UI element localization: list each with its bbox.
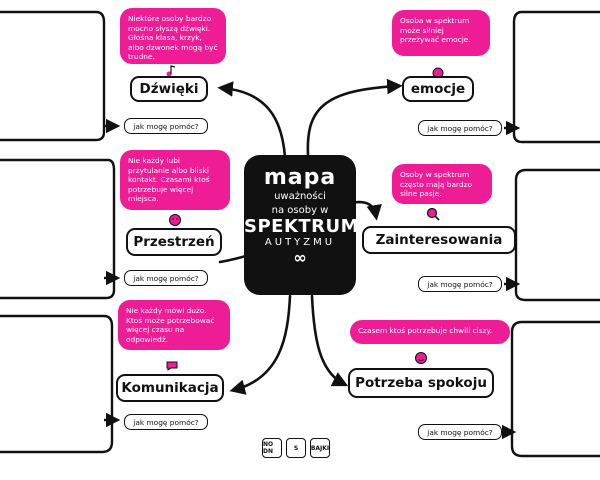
logo-s: S [286,438,306,458]
interests-label: Zainteresowania [362,226,516,254]
sounds-note: Niektóre osoby bardzo mocno słyszą dźwię… [120,8,226,64]
logo-nodn: NO DN [262,438,282,458]
communication-label: Komunikacja [116,374,224,402]
interests-help-button[interactable]: jak mogę pomóc? [418,276,502,292]
center-line-3: na osoby w [271,205,329,216]
center-line-2: uważności [274,191,326,202]
emotions-help-button[interactable]: jak mogę pomóc? [418,120,502,136]
chat-icon [166,356,178,375]
calm-note: Czasem ktoś potrzebuje chwili ciszy. [350,320,510,344]
center-line-5: AUTYZMU [264,237,336,248]
space-label: Przestrzeń [126,228,222,256]
magnifier-icon [426,206,440,225]
center-title: mapa [263,165,337,190]
center-line-4: SPEKTRUM [244,216,360,237]
calm-help-button[interactable]: jak mogę pomóc? [418,424,502,440]
emotions-label: emocje [402,76,474,102]
calm-face-icon [414,350,428,369]
logo-bajki: BAJKI [310,438,330,458]
infinity-symbol: ∞ [293,248,307,267]
sounds-label: Dźwięki [130,76,208,102]
central-node: mapa uważności na osoby w SPEKTRUM AUTYZ… [244,155,360,295]
communication-note: Nie każdy mówi dużo. Ktoś może potrzebow… [118,300,230,350]
users-icon [168,212,182,231]
interests-note: Osoby w spektrum często mają bardzo siln… [392,164,492,204]
note-icon [166,62,176,81]
emotions-note: Osoba w spektrum może silniej przeżywać … [392,10,490,56]
space-help-button[interactable]: jak mogę pomóc? [124,270,208,286]
calm-label: Potrzeba spokoju [348,368,494,398]
sounds-help-button[interactable]: jak mogę pomóc? [124,118,208,134]
partner-logos: NO DN S BAJKI [262,438,330,458]
communication-help-button[interactable]: jak mogę pomóc? [124,414,208,430]
space-note: Nie każdy lubi przytulanie albo bliski k… [120,150,230,210]
